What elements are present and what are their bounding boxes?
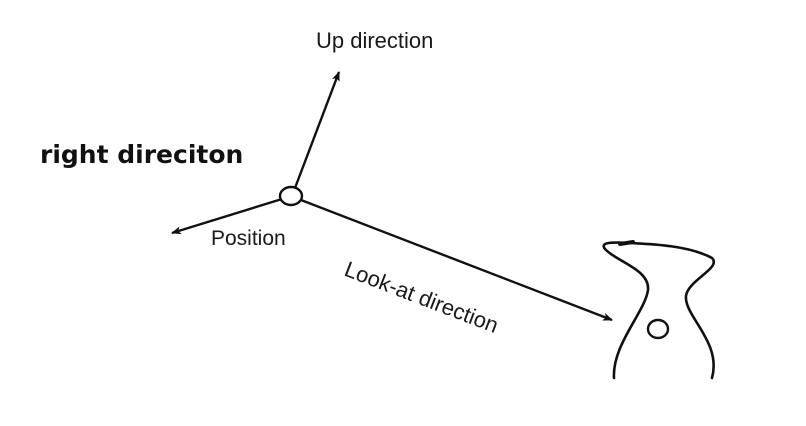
camera-position-circle bbox=[278, 185, 304, 207]
look-at-direction-arrow bbox=[300, 198, 613, 322]
target-object-outline bbox=[602, 241, 716, 380]
position-label: Position bbox=[211, 227, 286, 250]
target-object-center-circle bbox=[646, 318, 670, 340]
up-direction-arrow bbox=[293, 71, 341, 189]
up-direction-label: Up direction bbox=[316, 28, 433, 53]
target-object-top-mark bbox=[618, 240, 635, 246]
right-direction-arrow bbox=[171, 197, 283, 235]
right-direction-label: right direciton bbox=[40, 140, 243, 169]
